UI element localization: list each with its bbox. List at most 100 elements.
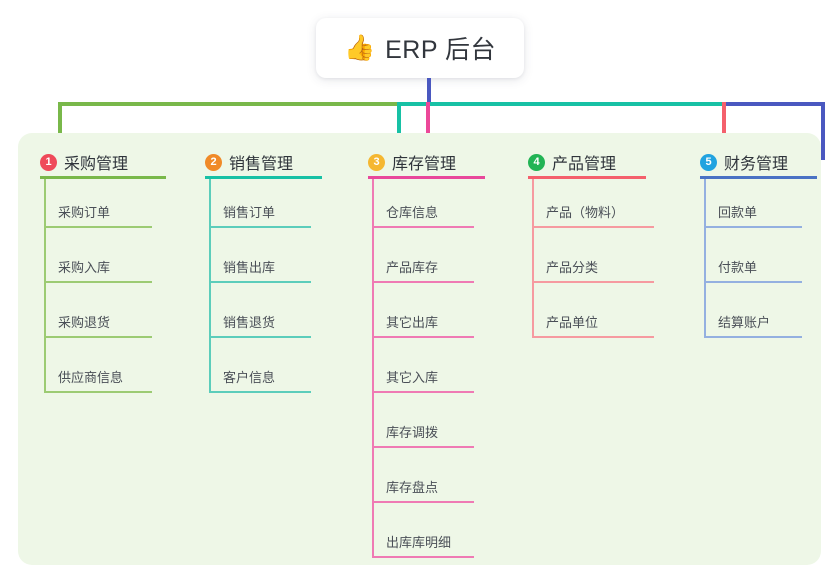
branch-trunk-2	[209, 179, 211, 393]
branch-leaf-label: 客户信息	[223, 370, 276, 385]
branch-head-4[interactable]: 4 产品管理	[528, 150, 616, 174]
branch-leaf[interactable]: 产品库存	[372, 247, 474, 283]
branch-leaf-rule	[372, 556, 474, 558]
branch-head-2[interactable]: 2 销售管理	[205, 150, 293, 174]
connector-drop-2	[397, 102, 401, 160]
branch-head-rule	[205, 176, 322, 179]
branch-leaf-label: 采购入库	[58, 260, 111, 275]
branch-head-5[interactable]: 5 财务管理	[700, 150, 788, 174]
branch-badge-3: 3	[368, 153, 385, 171]
thumbs-up-icon: 👍	[343, 33, 376, 62]
branch-leaf-rule	[209, 336, 311, 338]
branch-leaf[interactable]: 产品（物料）	[532, 192, 654, 228]
branch-leaf[interactable]: 其它入库	[372, 357, 474, 393]
branch-leaf[interactable]: 付款单	[704, 247, 802, 283]
branch-leaf-label: 产品单位	[546, 315, 599, 330]
branch-leaf-rule	[372, 281, 474, 283]
branch-leaf-label: 产品库存	[386, 260, 439, 275]
branch-trunk-3	[372, 179, 374, 558]
connector-bar-segment-2	[398, 102, 728, 106]
branch-leaf-label: 销售出库	[223, 260, 276, 275]
branch-leaf-rule	[704, 281, 802, 283]
connector-drop-4	[722, 102, 726, 160]
branches-panel: 1 采购管理采购订单采购入库采购退货供应商信息 2 销售管理销售订单销售出库销售退货客…	[18, 133, 821, 565]
branch-leaf-rule	[372, 226, 474, 228]
branch-leaf-rule	[44, 391, 152, 393]
branch-leaf-rule	[372, 336, 474, 338]
branch-leaf-rule	[532, 336, 654, 338]
branch-badge-2: 2	[205, 153, 222, 171]
branch-head-rule	[40, 176, 166, 179]
branch-leaf-rule	[704, 226, 802, 228]
branch-leaf-label: 销售退货	[223, 315, 276, 330]
branch-leaf-label: 供应商信息	[58, 370, 124, 385]
branch-leaf[interactable]: 出库库明细	[372, 522, 474, 558]
branch-leaf-rule	[532, 226, 654, 228]
branch-leaf-label: 其它入库	[386, 370, 439, 385]
branch-badge-4: 4	[528, 153, 545, 171]
branch-title-label: 产品管理	[552, 156, 617, 173]
branch-trunk-1	[44, 179, 46, 393]
branch-title-label: 销售管理	[229, 156, 294, 173]
branch-leaf[interactable]: 销售订单	[209, 192, 311, 228]
branch-leaf-rule	[44, 336, 152, 338]
branch-head-3[interactable]: 3 库存管理	[368, 150, 456, 174]
branch-head-rule	[700, 176, 817, 179]
branch-leaf[interactable]: 供应商信息	[44, 357, 152, 393]
root-title-label: ERP 后台	[385, 36, 497, 64]
branch-leaf-label: 库存调拨	[386, 425, 439, 440]
branch-leaf-rule	[44, 281, 152, 283]
connector-drop-1	[58, 102, 62, 160]
branch-leaf[interactable]: 采购退货	[44, 302, 152, 338]
branch-leaf[interactable]: 回款单	[704, 192, 802, 228]
branch-title-label: 库存管理	[392, 156, 457, 173]
branch-head-rule	[528, 176, 646, 179]
branch-title-label: 财务管理	[724, 156, 789, 173]
branch-leaf[interactable]: 库存调拨	[372, 412, 474, 448]
branch-leaf[interactable]: 仓库信息	[372, 192, 474, 228]
connector-bar-segment-1	[58, 102, 398, 106]
branch-leaf-label: 库存盘点	[386, 480, 439, 495]
branch-leaf-label: 其它出库	[386, 315, 439, 330]
branch-leaf[interactable]: 库存盘点	[372, 467, 474, 503]
branch-leaf-label: 采购退货	[58, 315, 111, 330]
branch-leaf-rule	[532, 281, 654, 283]
branch-head-1[interactable]: 1 采购管理	[40, 150, 128, 174]
branch-badge-1: 1	[40, 153, 57, 171]
connector-drop-3	[426, 102, 430, 160]
branch-leaf-label: 出库库明细	[386, 535, 452, 550]
connector-drop-5	[821, 102, 825, 160]
branch-leaf-rule	[372, 391, 474, 393]
branch-leaf[interactable]: 销售退货	[209, 302, 311, 338]
branch-leaf[interactable]: 其它出库	[372, 302, 474, 338]
branch-leaf[interactable]: 销售出库	[209, 247, 311, 283]
branch-leaf[interactable]: 采购入库	[44, 247, 152, 283]
branch-head-rule	[368, 176, 485, 179]
branch-leaf-rule	[372, 501, 474, 503]
branch-leaf-label: 结算账户	[718, 315, 771, 330]
root-stem-connector	[427, 78, 431, 104]
branch-leaf[interactable]: 产品分类	[532, 247, 654, 283]
branch-leaf[interactable]: 结算账户	[704, 302, 802, 338]
branch-leaf-rule	[372, 446, 474, 448]
branch-leaf-rule	[209, 281, 311, 283]
branch-badge-5: 5	[700, 153, 717, 171]
branch-leaf-rule	[44, 226, 152, 228]
branch-leaf-label: 回款单	[718, 205, 758, 220]
branch-trunk-4	[532, 179, 534, 338]
branch-leaf[interactable]: 产品单位	[532, 302, 654, 338]
branch-trunk-5	[704, 179, 706, 338]
branch-leaf-label: 采购订单	[58, 205, 111, 220]
branch-leaf-label: 付款单	[718, 260, 758, 275]
branch-leaf[interactable]: 采购订单	[44, 192, 152, 228]
branch-title-label: 采购管理	[64, 156, 129, 173]
branch-leaf-rule	[209, 226, 311, 228]
branch-leaf[interactable]: 客户信息	[209, 357, 311, 393]
branch-leaf-rule	[209, 391, 311, 393]
branch-leaf-label: 产品（物料）	[546, 205, 625, 220]
connector-bar-segment-3	[726, 102, 823, 106]
branch-leaf-label: 仓库信息	[386, 205, 439, 220]
branch-leaf-rule	[704, 336, 802, 338]
root-title-card[interactable]: 👍 ERP 后台	[316, 18, 524, 78]
